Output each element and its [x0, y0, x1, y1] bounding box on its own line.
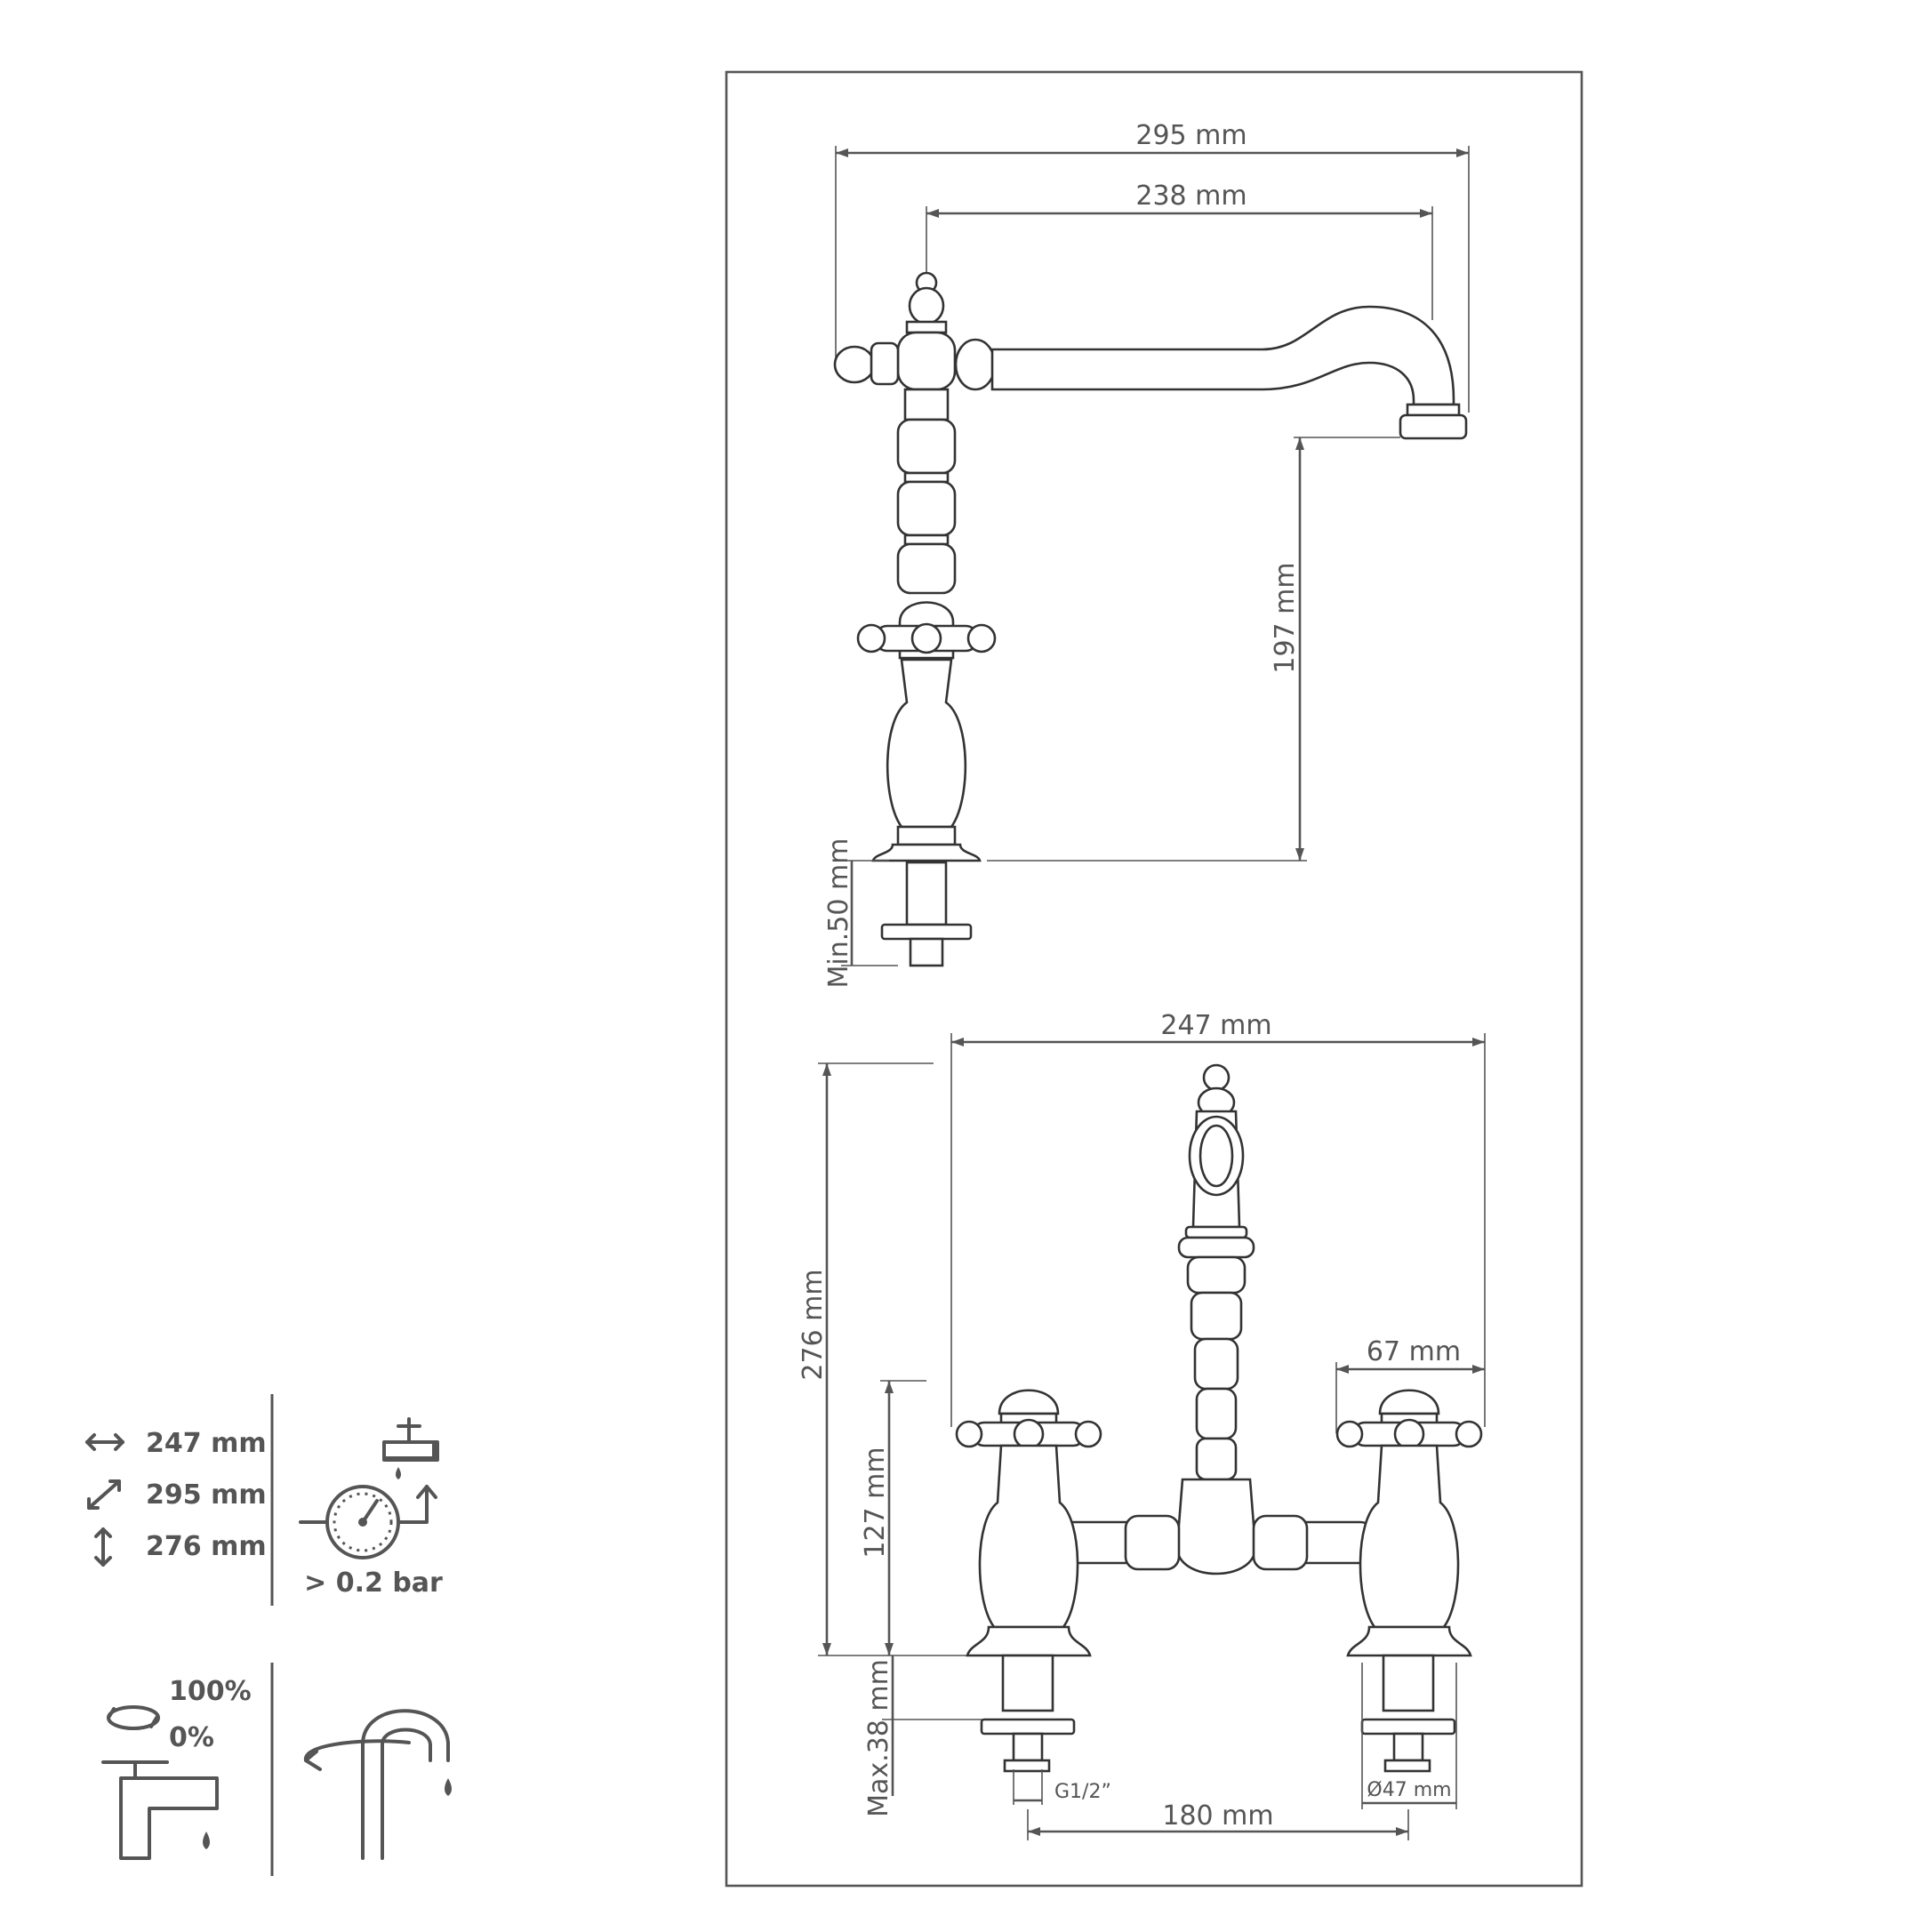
dim-180-label: 180 mm: [1162, 1800, 1273, 1832]
diagonal-arrow-icon: [87, 1479, 121, 1510]
side-view: 295 mm 238 mm: [823, 120, 1470, 989]
spec-width: 247 mm: [146, 1428, 267, 1459]
dim-127-label: 127 mm: [860, 1447, 891, 1558]
dim-247: 247 mm: [950, 1010, 1486, 1427]
dim-180: 180 mm: [1027, 1800, 1409, 1840]
dim-197-label: 197 mm: [1270, 562, 1301, 673]
dim-67-label: 67 mm: [1367, 1336, 1461, 1367]
spec-panel: 247 mm 295 mm 276 mm > 0.2 bar: [85, 1394, 452, 1876]
spec-depth: 295 mm: [146, 1479, 267, 1511]
dim-g12: G1/2”: [1013, 1769, 1111, 1805]
dim-197: 197 mm: [987, 437, 1400, 862]
dim-max38-label: Max.38 mm: [863, 1659, 894, 1817]
front-view: 247 mm 67 mm 276 mm 127 mm Max.3: [798, 1010, 1486, 1840]
pressure-gauge-icon: [299, 1417, 439, 1559]
dim-min50: Min.50 mm: [823, 838, 898, 989]
spec-turn-max: 100%: [169, 1676, 252, 1707]
dim-67: 67 mm: [1335, 1336, 1485, 1433]
dim-d47: Ø47 mm: [1361, 1663, 1457, 1809]
dim-max38: Max.38 mm: [863, 1655, 987, 1817]
dim-g12-label: G1/2”: [1054, 1781, 1111, 1803]
dim-min50-label: Min.50 mm: [823, 838, 854, 989]
dim-238: 238 mm: [926, 180, 1433, 320]
dim-247-label: 247 mm: [1160, 1010, 1271, 1041]
dim-d47-label: Ø47 mm: [1367, 1779, 1451, 1801]
dim-238-label: 238 mm: [1135, 180, 1247, 212]
spec-height: 276 mm: [146, 1531, 267, 1562]
drawing-frame: [725, 70, 1583, 1888]
swivel-spout-icon: [304, 1709, 452, 1860]
dim-295: 295 mm: [835, 120, 1470, 413]
spec-turn-min: 0%: [169, 1722, 214, 1753]
dim-276: 276 mm: [798, 1062, 978, 1656]
dim-276-label: 276 mm: [798, 1269, 829, 1380]
spec-pressure: > 0.2 bar: [304, 1567, 443, 1599]
dim-127: 127 mm: [860, 1380, 926, 1655]
handle-rotation-icon: [101, 1705, 219, 1860]
vertical-arrow-icon: [94, 1527, 112, 1567]
top-spout: [990, 305, 1455, 406]
horizontal-arrow-icon: [85, 1433, 124, 1451]
dim-295-label: 295 mm: [1135, 120, 1247, 151]
